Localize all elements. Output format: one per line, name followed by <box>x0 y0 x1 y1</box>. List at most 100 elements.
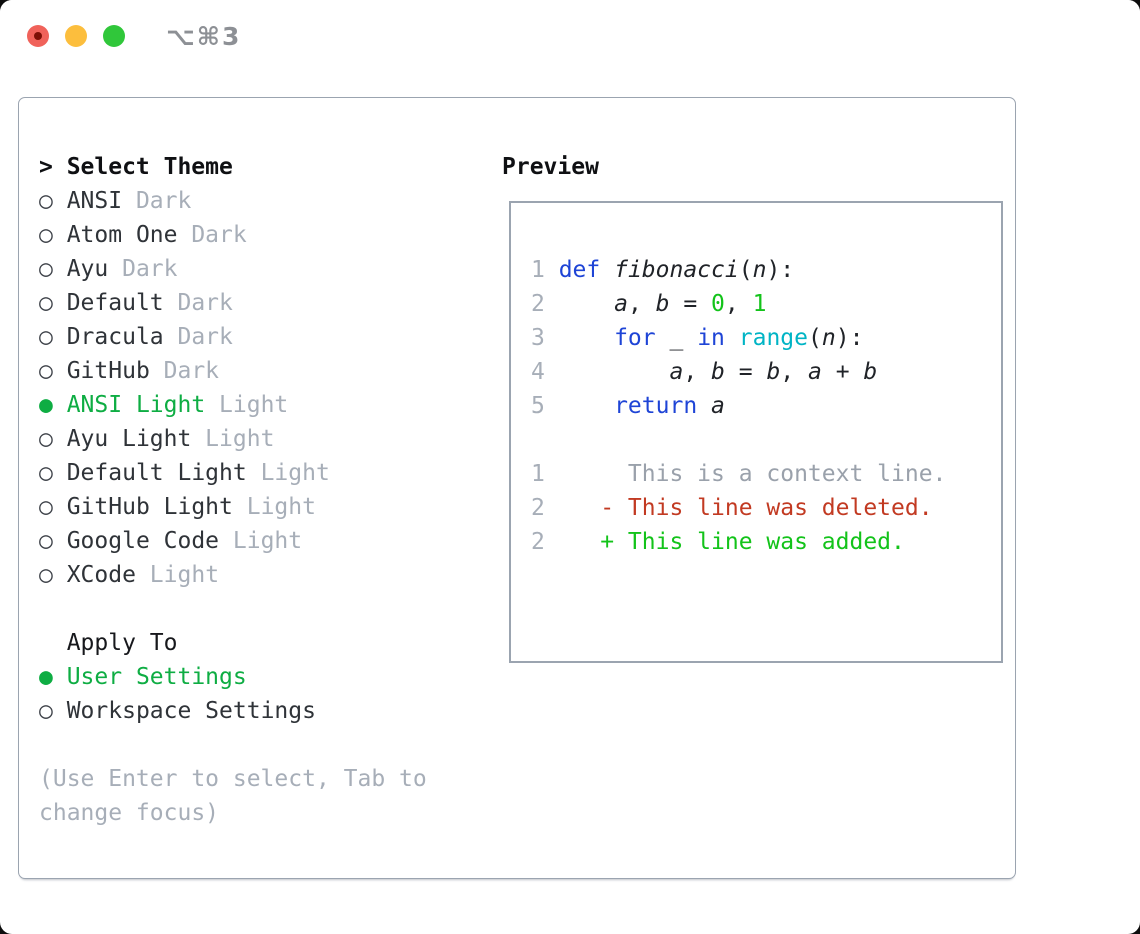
code-token: fibonacci <box>614 257 739 283</box>
radio-unselected-icon: ○ <box>39 528 67 554</box>
line-number: 1 <box>531 461 545 487</box>
radio-unselected-icon: ○ <box>39 290 67 316</box>
code-token: ( <box>808 325 822 351</box>
code-token: , <box>724 291 753 317</box>
theme-name: Atom One <box>66 222 178 248</box>
diff-context-line: 1 This is a context line. <box>531 457 1001 491</box>
theme-variant: Dark <box>108 256 178 282</box>
code-token: return <box>614 393 698 419</box>
code-token: b <box>655 291 670 317</box>
code-token: ): <box>835 325 864 351</box>
theme-option-ayu[interactable]: ○ Ayu Dark <box>39 252 427 286</box>
spacer <box>39 592 427 626</box>
focus-caret-icon: > <box>39 154 53 180</box>
theme-option-default[interactable]: ○ Default Dark <box>39 286 427 320</box>
code-token: in <box>697 325 725 351</box>
maximize-button[interactable] <box>103 25 125 47</box>
code-token: n <box>752 257 767 283</box>
code-line: 3 for _ in range(n): <box>531 321 1001 355</box>
code-token <box>697 393 711 419</box>
code-token: + This line was added. <box>558 529 905 555</box>
theme-variant: Dark <box>163 290 233 316</box>
theme-name: Google Code <box>66 528 220 554</box>
theme-name: XCode <box>66 562 136 588</box>
spacer <box>39 728 427 762</box>
radio-unselected-icon: ○ <box>39 222 67 248</box>
theme-variant: Dark <box>122 188 192 214</box>
code-token: + <box>821 359 864 385</box>
code-token: - This line was deleted. <box>558 495 933 521</box>
theme-option-github-light[interactable]: ○ GitHub Light Light <box>39 490 427 524</box>
theme-variant: Light <box>135 562 220 588</box>
theme-variant: Dark <box>149 358 220 384</box>
code-token: , <box>627 291 656 317</box>
theme-option-ayu-light[interactable]: ○ Ayu Light Light <box>39 422 427 456</box>
theme-option-default-light[interactable]: ○ Default Light Light <box>39 456 427 490</box>
theme-option-dracula[interactable]: ○ Dracula Dark <box>39 320 427 354</box>
code-line: 4 a, b = b, a + b <box>531 355 1001 389</box>
code-line: 5 return a <box>531 389 1001 423</box>
apply-option-label: User Settings <box>66 664 247 690</box>
theme-name: Ayu Light <box>66 426 192 452</box>
theme-name: Default Light <box>66 460 247 486</box>
code-token: = <box>669 291 712 317</box>
theme-option-google-code[interactable]: ○ Google Code Light <box>39 524 427 558</box>
theme-option-ansi-light[interactable]: ● ANSI Light Light <box>39 388 427 422</box>
theme-option-ansi[interactable]: ○ ANSI Dark <box>39 184 427 218</box>
window-title: ⌥⌘3 <box>166 22 242 51</box>
apply-option-workspace-settings[interactable]: ○ Workspace Settings <box>39 694 427 728</box>
code-token <box>559 393 614 419</box>
code-token: ( <box>738 257 753 283</box>
radio-unselected-icon: ○ <box>39 494 67 520</box>
code-token: 1 <box>752 291 767 317</box>
code-token: a <box>614 291 628 317</box>
radio-unselected-icon: ○ <box>39 256 67 282</box>
theme-option-atom-one[interactable]: ○ Atom One Dark <box>39 218 427 252</box>
theme-list: ○ ANSI Dark○ Atom One Dark○ Ayu Dark○ De… <box>39 184 427 592</box>
close-dot-icon <box>34 32 42 40</box>
code-token <box>683 325 697 351</box>
blank-line <box>531 423 1001 457</box>
code-token: ): <box>766 257 795 283</box>
diff-deleted-line: 2 - This line was deleted. <box>531 491 1001 525</box>
radio-unselected-icon: ○ <box>39 562 67 588</box>
theme-name: GitHub <box>66 358 150 384</box>
radio-unselected-icon: ○ <box>39 426 67 452</box>
minimize-button[interactable] <box>65 25 87 47</box>
radio-unselected-icon: ○ <box>39 698 67 724</box>
code-token: for <box>614 325 656 351</box>
code-token <box>559 359 670 385</box>
code-token: n <box>821 325 836 351</box>
line-number: 1 <box>531 257 545 283</box>
line-number: 5 <box>531 393 545 419</box>
theme-variant: Light <box>232 494 316 520</box>
theme-name: GitHub Light <box>66 494 233 520</box>
code-token: a <box>808 359 822 385</box>
code-token: b <box>766 359 781 385</box>
line-number: 2 <box>531 529 545 555</box>
theme-option-github[interactable]: ○ GitHub Dark <box>39 354 427 388</box>
theme-variant: Dark <box>163 324 233 350</box>
radio-unselected-icon: ○ <box>39 188 67 214</box>
code-token <box>725 325 739 351</box>
line-number: 2 <box>531 495 545 521</box>
radio-unselected-icon: ○ <box>39 460 67 486</box>
radio-unselected-icon: ○ <box>39 358 67 384</box>
code-token: a <box>711 393 725 419</box>
code-token: _ <box>669 325 684 351</box>
close-button[interactable] <box>27 25 49 47</box>
apply-option-label: Workspace Settings <box>66 698 316 724</box>
theme-name: ANSI <box>66 188 123 214</box>
code-token: range <box>738 325 809 351</box>
theme-name: ANSI Light <box>66 392 206 418</box>
theme-option-xcode[interactable]: ○ XCode Light <box>39 558 427 592</box>
theme-variant: Light <box>205 392 289 418</box>
code-token: = <box>724 359 767 385</box>
theme-name: Dracula <box>66 324 164 350</box>
apply-to-list: ● User Settings○ Workspace Settings <box>39 660 427 728</box>
line-number: 4 <box>531 359 545 385</box>
theme-selector-column: >Select Theme ○ ANSI Dark○ Atom One Dark… <box>39 150 427 830</box>
apply-option-user-settings[interactable]: ● User Settings <box>39 660 427 694</box>
